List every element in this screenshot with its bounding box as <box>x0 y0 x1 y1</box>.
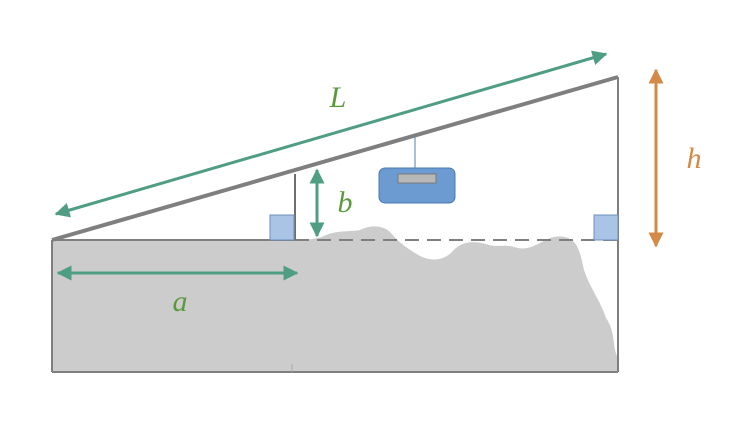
rubble-fill <box>292 226 618 372</box>
right-block <box>593 214 619 241</box>
distance-label: a <box>173 285 188 318</box>
offset-label: b <box>338 186 353 219</box>
left-block <box>269 214 295 241</box>
length-arrow <box>54 50 608 218</box>
base-block <box>52 240 292 372</box>
height-label: h <box>687 142 702 175</box>
length-label: L <box>329 81 347 114</box>
device-display <box>397 173 437 184</box>
hanging-device <box>378 167 456 204</box>
